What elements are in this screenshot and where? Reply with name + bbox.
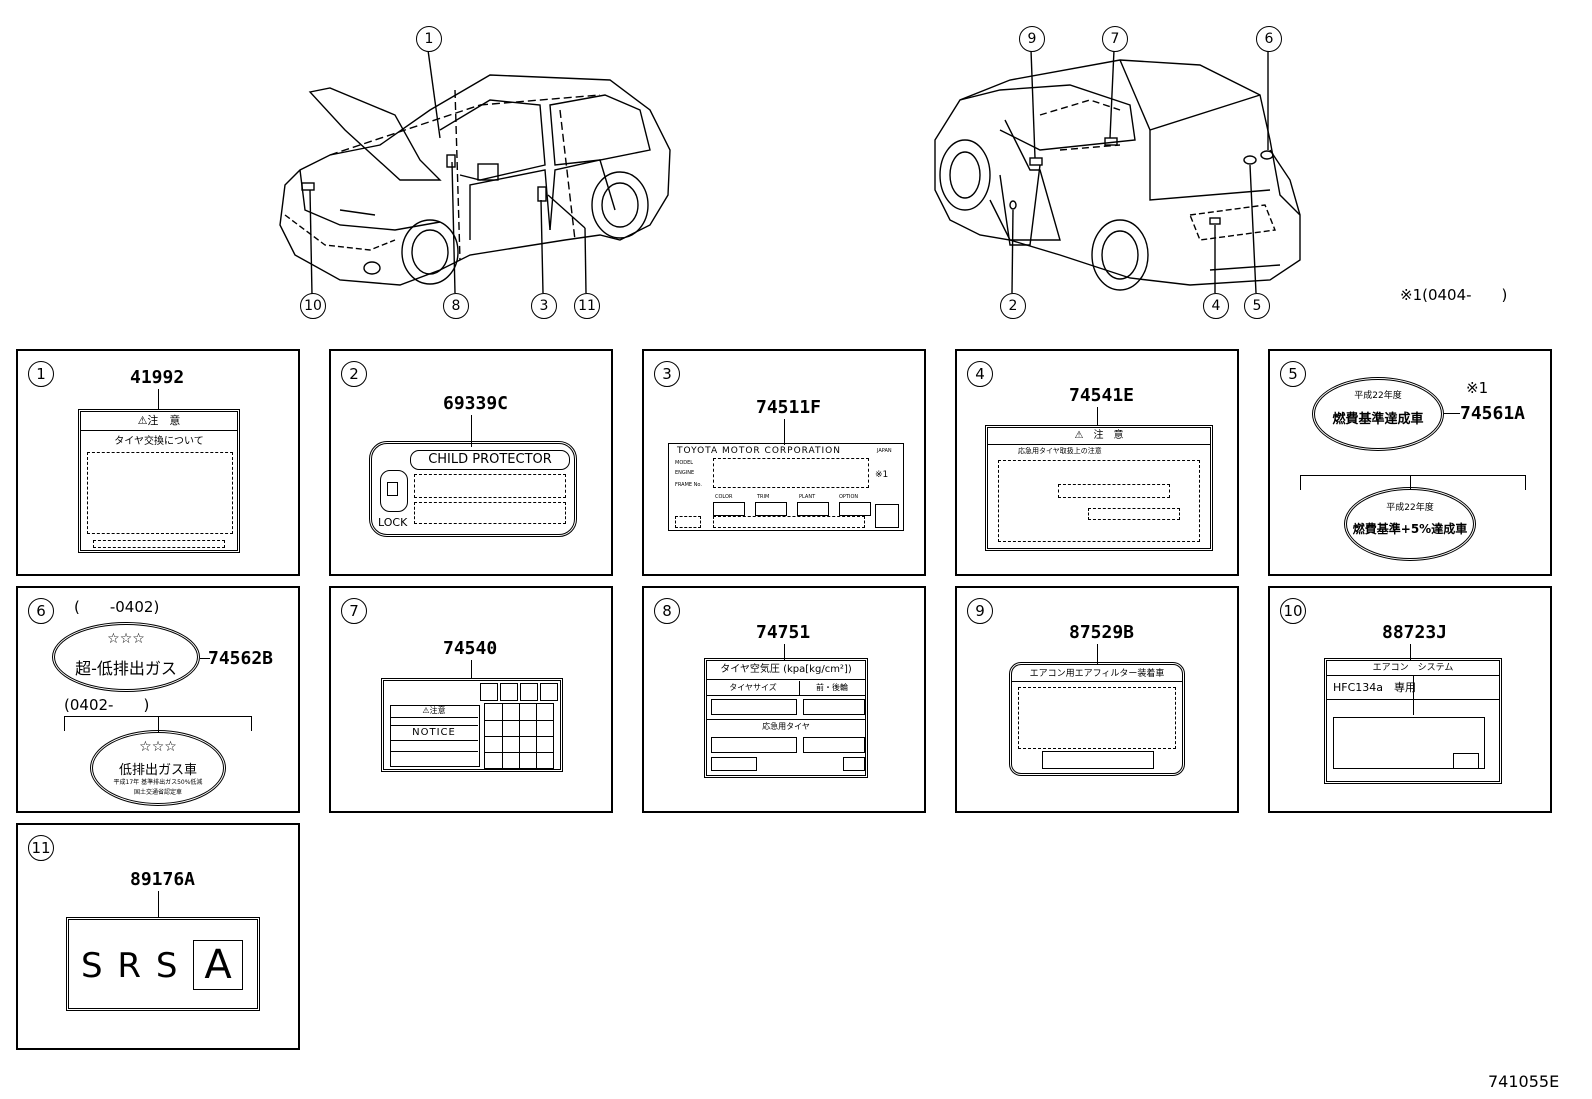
caution-label: ⚠注 意 タイヤ交換について <box>78 409 240 553</box>
panel-10: 10 88723J エアコン システム HFC134a 専用 <box>1268 586 1552 813</box>
part-number: 74541E <box>1069 385 1135 406</box>
panel-number: 7 <box>341 598 367 624</box>
part-number: 74511F <box>756 397 822 418</box>
callout-2: 2 <box>1000 293 1026 319</box>
part-number: 74751 <box>756 622 811 643</box>
panel-1: 1 41992 ⚠注 意 タイヤ交換について <box>16 349 300 576</box>
panel-2: 2 69339C CHILD PROTECTOR LOCK <box>329 349 613 576</box>
air-filter-label: エアコン用エアフィルター装着車 <box>1009 662 1185 776</box>
part-number: 69339C <box>443 393 509 414</box>
low-emission-label-2: ☆☆☆ 低排出ガス車 平成17年 基準排出ガス50%低減 国土交通省認定車 <box>90 730 226 806</box>
callout-10: 10 <box>300 293 326 319</box>
panel-4: 4 74541E ⚠ 注 意 応急用タイヤ取扱上の注意 <box>955 349 1239 576</box>
panel-number: 2 <box>341 361 367 387</box>
panel-11: 11 89176A S R S A <box>16 823 300 1050</box>
note-mark: ※1 <box>1466 379 1489 397</box>
aircon-system-label: エアコン システム HFC134a 専用 <box>1324 658 1502 784</box>
panel-number: 9 <box>967 598 993 624</box>
diagram-code: 741055E <box>1488 1072 1560 1091</box>
panel-5: 5 平成22年度 燃費基準達成車 ※1 74561A 平成22年度 燃費基準+5… <box>1268 349 1552 576</box>
panel-number: 4 <box>967 361 993 387</box>
callout-3: 3 <box>531 293 557 319</box>
panel-number: 8 <box>654 598 680 624</box>
vehicle-plate-label: TOYOTA MOTOR CORPORATION JAPAN MODEL ENG… <box>668 443 904 531</box>
fuel-economy-label-1: 平成22年度 燃費基準達成車 <box>1312 377 1444 451</box>
srs-airbag-label: S R S A <box>66 917 260 1011</box>
panel-9: 9 87529B エアコン用エアフィルター装着車 <box>955 586 1239 813</box>
panel-6: 6 ( -0402) ☆☆☆ 超-低排出ガス 74562B (0402- ) ☆… <box>16 586 300 813</box>
notice-label: ⚠注意 NOTICE <box>381 678 563 772</box>
panel-number: 1 <box>28 361 54 387</box>
spare-tire-caution-label: ⚠ 注 意 応急用タイヤ取扱上の注意 <box>985 425 1213 551</box>
top-note: ※1(0404- ) <box>1400 286 1508 304</box>
part-number: 74540 <box>443 638 498 659</box>
callout-9: 9 <box>1019 26 1045 52</box>
panel-7: 7 74540 ⚠注意 NOTICE <box>329 586 613 813</box>
callout-8: 8 <box>443 293 469 319</box>
callout-4: 4 <box>1203 293 1229 319</box>
callout-5: 5 <box>1244 293 1270 319</box>
range-2: (0402- ) <box>64 696 150 714</box>
part-number: 88723J <box>1382 622 1448 643</box>
panel-number: 10 <box>1280 598 1306 624</box>
panel-number: 5 <box>1280 361 1306 387</box>
part-number: 87529B <box>1069 622 1135 643</box>
part-number: 41992 <box>130 367 185 388</box>
callout-11: 11 <box>574 293 600 319</box>
callout-7: 7 <box>1102 26 1128 52</box>
panel-8: 8 74751 タイヤ空気圧 (kpa[kg/cm²]) タイヤサイズ 前・後輪… <box>642 586 926 813</box>
callout-1: 1 <box>416 26 442 52</box>
panel-3: 3 74511F TOYOTA MOTOR CORPORATION JAPAN … <box>642 349 926 576</box>
panel-number: 6 <box>28 598 54 624</box>
range-1: ( -0402) <box>74 598 160 616</box>
child-protector-label: CHILD PROTECTOR LOCK <box>369 441 577 537</box>
panel-number: 3 <box>654 361 680 387</box>
part-number: 74561A <box>1460 403 1526 424</box>
callout-6: 6 <box>1256 26 1282 52</box>
part-number: 74562B <box>208 648 274 669</box>
panel-number: 11 <box>28 835 54 861</box>
tire-pressure-label: タイヤ空気圧 (kpa[kg/cm²]) タイヤサイズ 前・後輪 応急用タイヤ <box>704 658 868 778</box>
part-number: 89176A <box>130 869 196 890</box>
low-emission-label-1: ☆☆☆ 超-低排出ガス <box>52 622 200 692</box>
fuel-economy-label-2: 平成22年度 燃費基準+5%達成車 <box>1344 487 1476 561</box>
